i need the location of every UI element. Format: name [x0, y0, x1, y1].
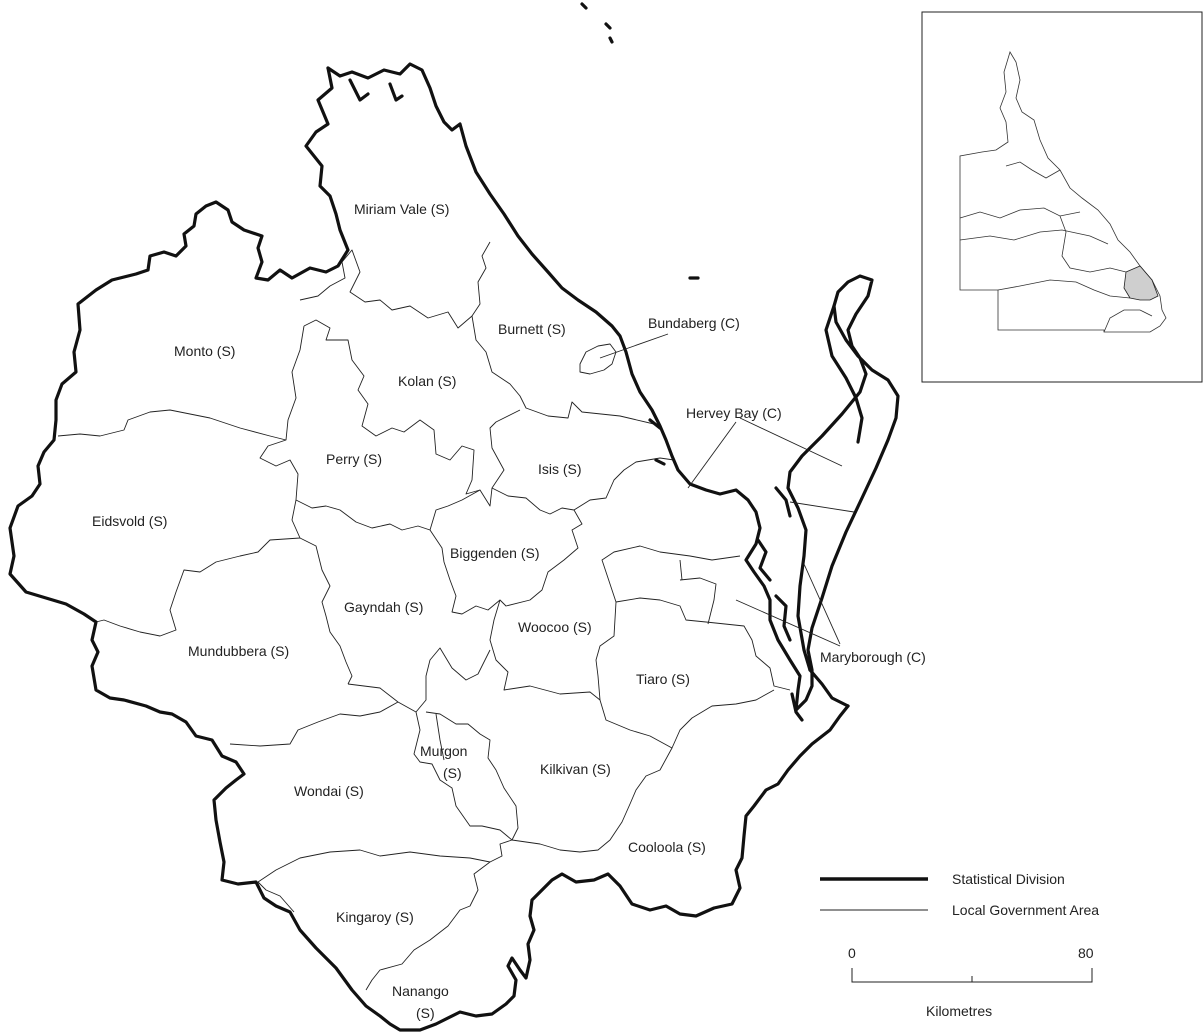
lga-boundary-isis-east — [573, 457, 675, 511]
label-mundubbera: Mundubbera (S) — [188, 643, 289, 659]
legend-sd-label: Statistical Division — [952, 871, 1065, 887]
inset-internal-6 — [1103, 309, 1153, 333]
islands — [348, 2, 804, 722]
lga-boundary-tiaro-south — [599, 689, 775, 749]
lga-boundary-kingaroy-east — [365, 861, 491, 991]
label-murgon-line2: (S) — [443, 765, 462, 781]
label-monto: Monto (S) — [174, 343, 235, 359]
label-bundaberg: Bundaberg (C) — [648, 315, 740, 331]
label-isis: Isis (S) — [538, 461, 582, 477]
lga-labels: Miriam Vale (S) Monto (S) Burnett (S) Bu… — [92, 201, 926, 1021]
lga-boundary-wondai-north — [229, 701, 399, 747]
scale-max-label: 80 — [1078, 945, 1094, 961]
label-hervey-bay: Hervey Bay (C) — [686, 405, 782, 421]
label-perry: Perry (S) — [326, 451, 382, 467]
lga-boundary-kingaroy-north — [257, 839, 513, 883]
scale-min-label: 0 — [848, 945, 856, 961]
lga-boundary-gayndah-west — [299, 537, 353, 685]
leader-hervey-bay-1 — [687, 421, 737, 489]
lga-boundary-maryborough — [679, 577, 717, 625]
island-north-1 — [604, 22, 612, 30]
scale-unit-label: Kilometres — [926, 1003, 992, 1019]
label-kilkivan: Kilkivan (S) — [540, 761, 611, 777]
inset-queensland-outline — [959, 51, 1167, 333]
lga-boundary-kilkivan-south — [511, 747, 673, 853]
label-kingaroy: Kingaroy (S) — [336, 909, 414, 925]
lga-boundary-eidsvold-mundubbera — [95, 499, 301, 637]
lga-boundary-woocoo — [489, 545, 741, 701]
lga-boundary-kilkivan-north — [347, 647, 491, 713]
island-north-inlet-2 — [388, 82, 404, 102]
label-woocoo: Woocoo (S) — [518, 619, 592, 635]
label-gayndah: Gayndah (S) — [344, 599, 423, 615]
river-mouth-2 — [654, 458, 666, 466]
inset-highlight-region — [1123, 265, 1159, 301]
leader-lines — [599, 333, 855, 647]
island-northeast — [580, 2, 588, 10]
label-biggenden: Biggenden (S) — [450, 545, 540, 561]
lga-boundaries — [57, 241, 791, 991]
lga-boundary-murgon — [413, 711, 519, 841]
lga-boundary-kingaroy-west — [257, 881, 295, 913]
leader-maryborough-1 — [735, 599, 841, 647]
lga-boundary-kolan — [303, 319, 521, 507]
lga-boundary-murgon-east — [435, 713, 445, 761]
label-wondai: Wondai (S) — [294, 783, 364, 799]
leader-bundaberg — [599, 333, 669, 359]
lga-boundary-gayndah-north — [295, 489, 481, 531]
lga-boundary-burnett — [471, 315, 655, 425]
inset-frame — [921, 11, 1203, 383]
label-cooloola: Cooloola (S) — [628, 839, 706, 855]
inset-internal-3 — [997, 279, 1131, 299]
leader-maryborough-2 — [803, 563, 841, 645]
legend-lga-label: Local Government Area — [952, 902, 1099, 918]
island-north-inlet — [348, 78, 370, 102]
leader-hervey-bay-3 — [789, 501, 855, 513]
lga-boundary-monto-eidsvold — [57, 409, 287, 441]
scale-bar: 0 80 Kilometres — [848, 945, 1094, 1019]
coastline-south — [808, 668, 850, 708]
label-tiaro: Tiaro (S) — [636, 671, 690, 687]
coastline-north — [326, 62, 900, 712]
legend: Statistical Division Local Government Ar… — [820, 871, 1099, 918]
label-nanango-line2: (S) — [416, 1005, 435, 1021]
label-kolan: Kolan (S) — [398, 373, 456, 389]
label-miriam-vale: Miriam Vale (S) — [354, 201, 449, 217]
inset-internal-5 — [1059, 215, 1127, 273]
leader-hervey-bay-2 — [739, 417, 843, 467]
lga-boundary-tiaro — [615, 597, 791, 691]
label-nanango-line1: Nanango — [392, 983, 449, 999]
inset-internal-4 — [1005, 161, 1061, 179]
label-maryborough: Maryborough (C) — [820, 649, 926, 665]
label-murgon-line1: Murgon — [420, 743, 467, 759]
bundaberg-city-outline — [579, 343, 617, 375]
lga-boundary-miriam-vale — [299, 241, 491, 329]
island-estuary-3 — [774, 594, 792, 642]
label-eidsvold: Eidsvold (S) — [92, 513, 167, 529]
inset-map — [921, 11, 1203, 383]
label-burnett: Burnett (S) — [498, 321, 566, 337]
river-mouth — [648, 418, 662, 430]
statistical-division-boundary — [8, 66, 850, 1032]
lga-boundary-perry-west — [259, 325, 305, 501]
island-estuary-2 — [756, 538, 772, 582]
scale-line — [851, 968, 1093, 983]
island-estuary-1 — [774, 486, 792, 518]
fraser-island-west — [824, 304, 864, 444]
inset-internal-2 — [959, 229, 1109, 245]
lga-boundary-biggenden — [429, 487, 583, 615]
island-estuary-4 — [790, 692, 804, 722]
lga-boundary-maryborough-2 — [679, 559, 683, 581]
island-north-2 — [608, 36, 614, 44]
